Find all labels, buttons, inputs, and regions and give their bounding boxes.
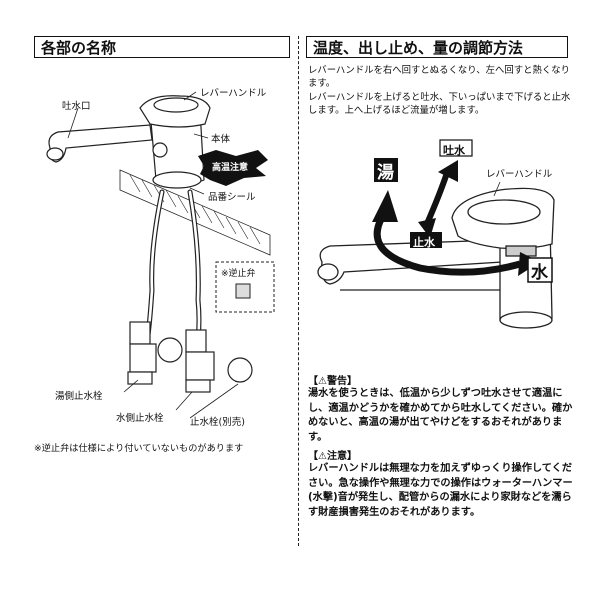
label-cold: 水	[531, 263, 548, 283]
caution-title: 【⚠注意】	[308, 451, 357, 462]
paragraph-temperature: レバーハンドルを右へ回すとぬるくなり、左へ回すと熱くなります。	[308, 65, 570, 90]
hot-caution-badge	[198, 150, 268, 186]
stop-badge	[410, 232, 442, 248]
label-lever-right: レバーハンドル	[486, 169, 553, 180]
hot-badge	[374, 158, 398, 182]
paragraph-flow: レバーハンドルを上げると吐水、下いっぱいまで下げると止水します。上へ上げるほど流…	[308, 92, 571, 117]
updown-arrow	[418, 160, 458, 238]
label-seal: 品番シール	[208, 192, 256, 203]
footnote-check-valve: ※逆止弁は仕様により付いていないものがあります	[34, 443, 244, 454]
water-out-badge	[439, 139, 473, 157]
label-body: 本体	[211, 134, 231, 145]
spout-shape	[46, 124, 153, 163]
caution-text: レバーハンドルは無理な力を加えずゆっくり操作してください。急な操作や無理な力での…	[308, 463, 573, 518]
label-check-valve: ※逆止弁	[221, 269, 256, 279]
label-water-out: 吐水	[443, 144, 465, 157]
label-lever-left: レバーハンドル	[200, 88, 267, 99]
label-cold-stop: 水側止水栓	[116, 413, 164, 424]
label-hot: 湯	[377, 163, 394, 183]
section-title-adjustment: 温度、出し止め、量の調節方法	[306, 36, 568, 58]
warning-title: 【⚠警告】	[308, 376, 357, 387]
label-spout: 吐水口	[62, 101, 91, 112]
warning-text: 湯水を使うときは、低温から少しずつ吐水させて適温にし、適温かどうかを確かめてから…	[308, 388, 573, 443]
label-hot-stop: 湯側止水栓	[55, 391, 103, 402]
label-stop-cock: 止水栓(別売)	[190, 417, 245, 428]
label-hot-caution: 高温注意	[212, 163, 249, 173]
stop-valves	[127, 321, 253, 393]
section-title-parts: 各部の名称	[34, 36, 290, 58]
check-valve-part	[235, 283, 251, 299]
label-stop: 止水	[413, 236, 435, 249]
operation-body	[451, 187, 555, 329]
cold-badge	[527, 257, 553, 283]
column-divider	[298, 36, 300, 546]
faucet-body	[139, 95, 211, 189]
